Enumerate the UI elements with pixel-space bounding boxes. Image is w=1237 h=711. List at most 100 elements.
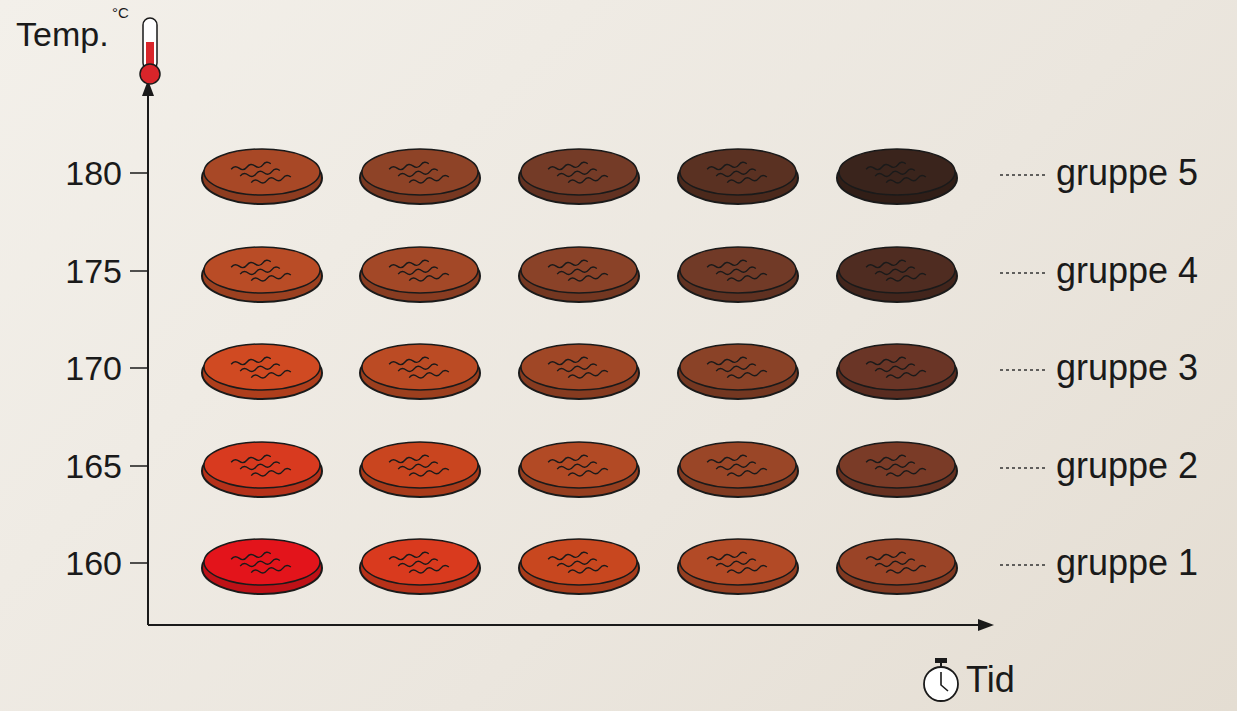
grill-mark <box>707 357 747 367</box>
x-axis <box>148 624 982 626</box>
burger-patty <box>519 149 639 204</box>
grill-mark <box>389 552 429 562</box>
burger-patty <box>678 442 798 497</box>
grill-mark <box>886 273 926 283</box>
grill-mark <box>727 565 767 575</box>
group-label: gruppe 5 <box>1056 155 1198 191</box>
axis-title: Temp. <box>16 17 109 51</box>
grill-mark <box>866 260 906 270</box>
patty-top <box>362 442 478 488</box>
tick-label: 175 <box>65 254 122 288</box>
patty-top <box>204 539 320 585</box>
burger-patty <box>678 247 798 302</box>
grill-mark <box>886 370 926 380</box>
grill-mark <box>866 162 906 172</box>
thermometer-icon <box>140 18 160 84</box>
grill-mark <box>875 462 915 472</box>
burger-patty <box>360 344 480 399</box>
burger-patty <box>519 344 639 399</box>
grill-mark <box>231 162 271 172</box>
patty-top <box>521 247 637 293</box>
grill-mark <box>251 370 291 380</box>
grill-mark <box>875 267 915 277</box>
grill-mark <box>548 162 588 172</box>
group-label: gruppe 1 <box>1056 545 1198 581</box>
grill-mark <box>409 175 449 185</box>
grill-mark <box>716 169 756 179</box>
grill-mark <box>409 273 449 283</box>
tick-label: 165 <box>65 449 122 483</box>
grill-mark <box>716 462 756 472</box>
grill-mark <box>409 468 449 478</box>
grill-mark <box>727 175 767 185</box>
dashed-leader <box>1000 272 1046 274</box>
axis-tick <box>130 172 148 174</box>
patty-top <box>521 442 637 488</box>
grill-mark <box>389 260 429 270</box>
unit-label: °C <box>112 5 129 20</box>
dashed-leader <box>1000 369 1046 371</box>
patty-top <box>839 344 955 390</box>
axis-tick <box>130 465 148 467</box>
grill-mark <box>231 260 271 270</box>
burger-patty <box>202 344 322 399</box>
group-label: gruppe 4 <box>1056 253 1198 289</box>
patty-top <box>204 344 320 390</box>
burger-patty <box>360 247 480 302</box>
dashed-leader <box>1000 467 1046 469</box>
grill-mark <box>716 267 756 277</box>
grill-mark <box>568 565 608 575</box>
grill-mark <box>409 370 449 380</box>
tick-label: 180 <box>65 156 122 190</box>
grill-mark <box>548 552 588 562</box>
burger-patty <box>519 247 639 302</box>
grill-mark <box>240 462 280 472</box>
patty-top <box>680 149 796 195</box>
patty-top <box>204 247 320 293</box>
grill-mark <box>568 273 608 283</box>
axis-tick <box>130 270 148 272</box>
tick-label: 170 <box>65 351 122 385</box>
grill-mark <box>875 169 915 179</box>
dashed-leader <box>1000 174 1046 176</box>
grill-mark <box>568 468 608 478</box>
patty-top <box>680 442 796 488</box>
grill-mark <box>389 357 429 367</box>
grill-mark <box>240 364 280 374</box>
grill-mark <box>398 267 438 277</box>
grill-mark <box>875 559 915 569</box>
patty-top <box>204 149 320 195</box>
patty-top <box>362 149 478 195</box>
burger-patty <box>202 539 322 594</box>
patty-top <box>839 442 955 488</box>
grill-mark <box>707 552 747 562</box>
patty-top <box>839 539 955 585</box>
patty-top <box>204 442 320 488</box>
tick-label: 160 <box>65 546 122 580</box>
grill-mark <box>251 175 291 185</box>
burger-patty <box>837 149 957 204</box>
grill-mark <box>548 455 588 465</box>
grill-mark <box>875 364 915 374</box>
grill-mark <box>707 162 747 172</box>
burger-patty <box>678 539 798 594</box>
grill-mark <box>231 455 271 465</box>
grill-mark <box>568 370 608 380</box>
burger-patty <box>837 344 957 399</box>
grill-mark <box>866 455 906 465</box>
grill-mark <box>568 175 608 185</box>
patty-top <box>521 539 637 585</box>
grill-mark <box>251 273 291 283</box>
grill-mark <box>707 260 747 270</box>
grill-mark <box>557 462 597 472</box>
grill-mark <box>398 364 438 374</box>
grill-mark <box>398 169 438 179</box>
patty-top <box>680 539 796 585</box>
patty-top <box>362 247 478 293</box>
grill-mark <box>727 370 767 380</box>
grill-mark <box>886 175 926 185</box>
grill-mark <box>866 357 906 367</box>
burger-patty <box>837 247 957 302</box>
patty-top <box>680 344 796 390</box>
